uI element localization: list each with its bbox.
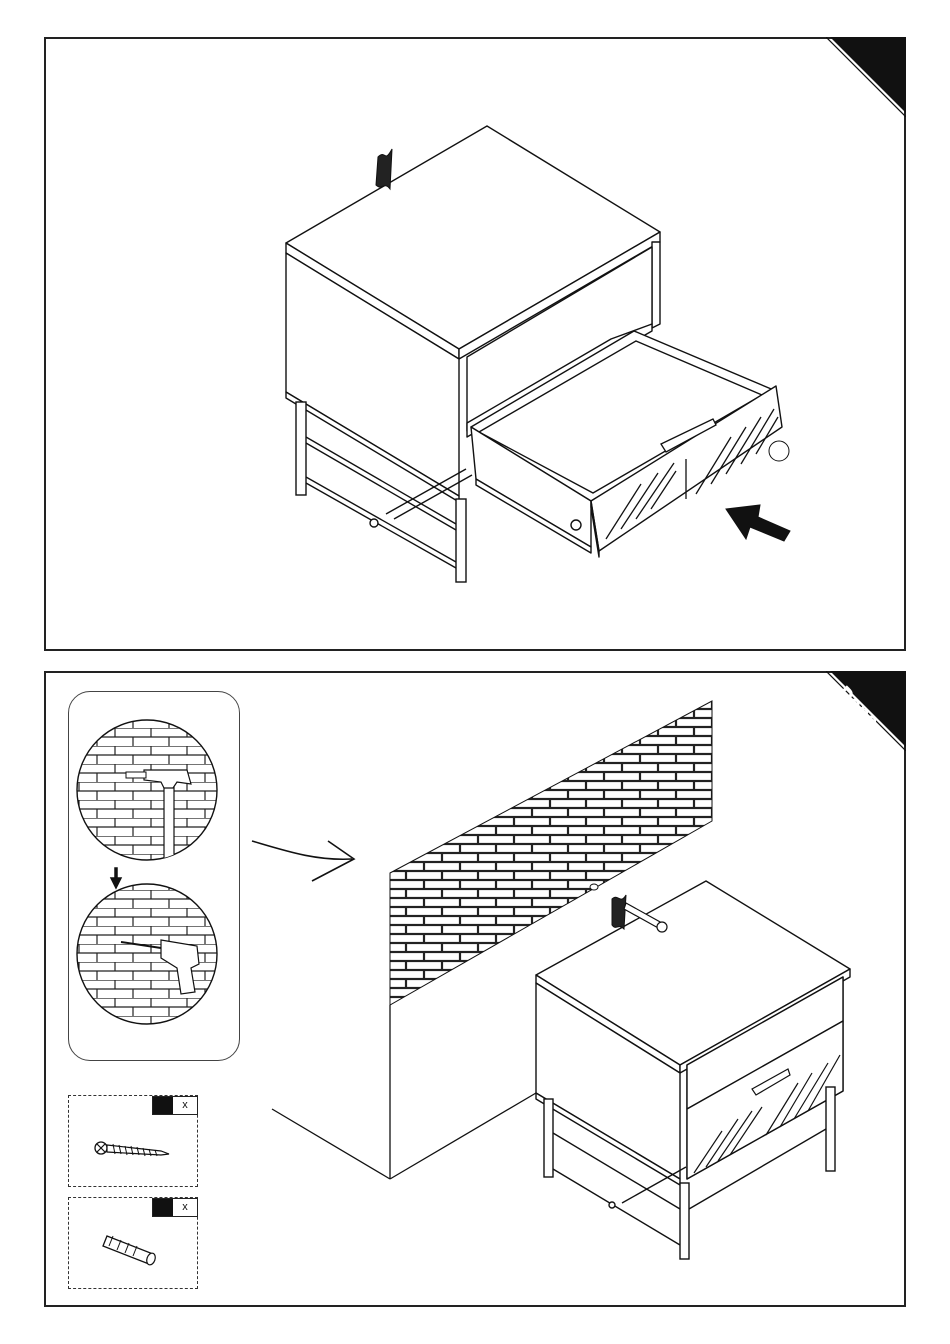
step-panel-wall-fixing: Done [44,671,906,1307]
wall-mount-illustration [46,673,904,1305]
step-panel-drawer-insert [44,37,906,651]
push-arrow-icon [726,505,790,541]
nightstand-drawer-illustration [46,39,904,649]
pointer-arrow-icon [252,841,352,859]
